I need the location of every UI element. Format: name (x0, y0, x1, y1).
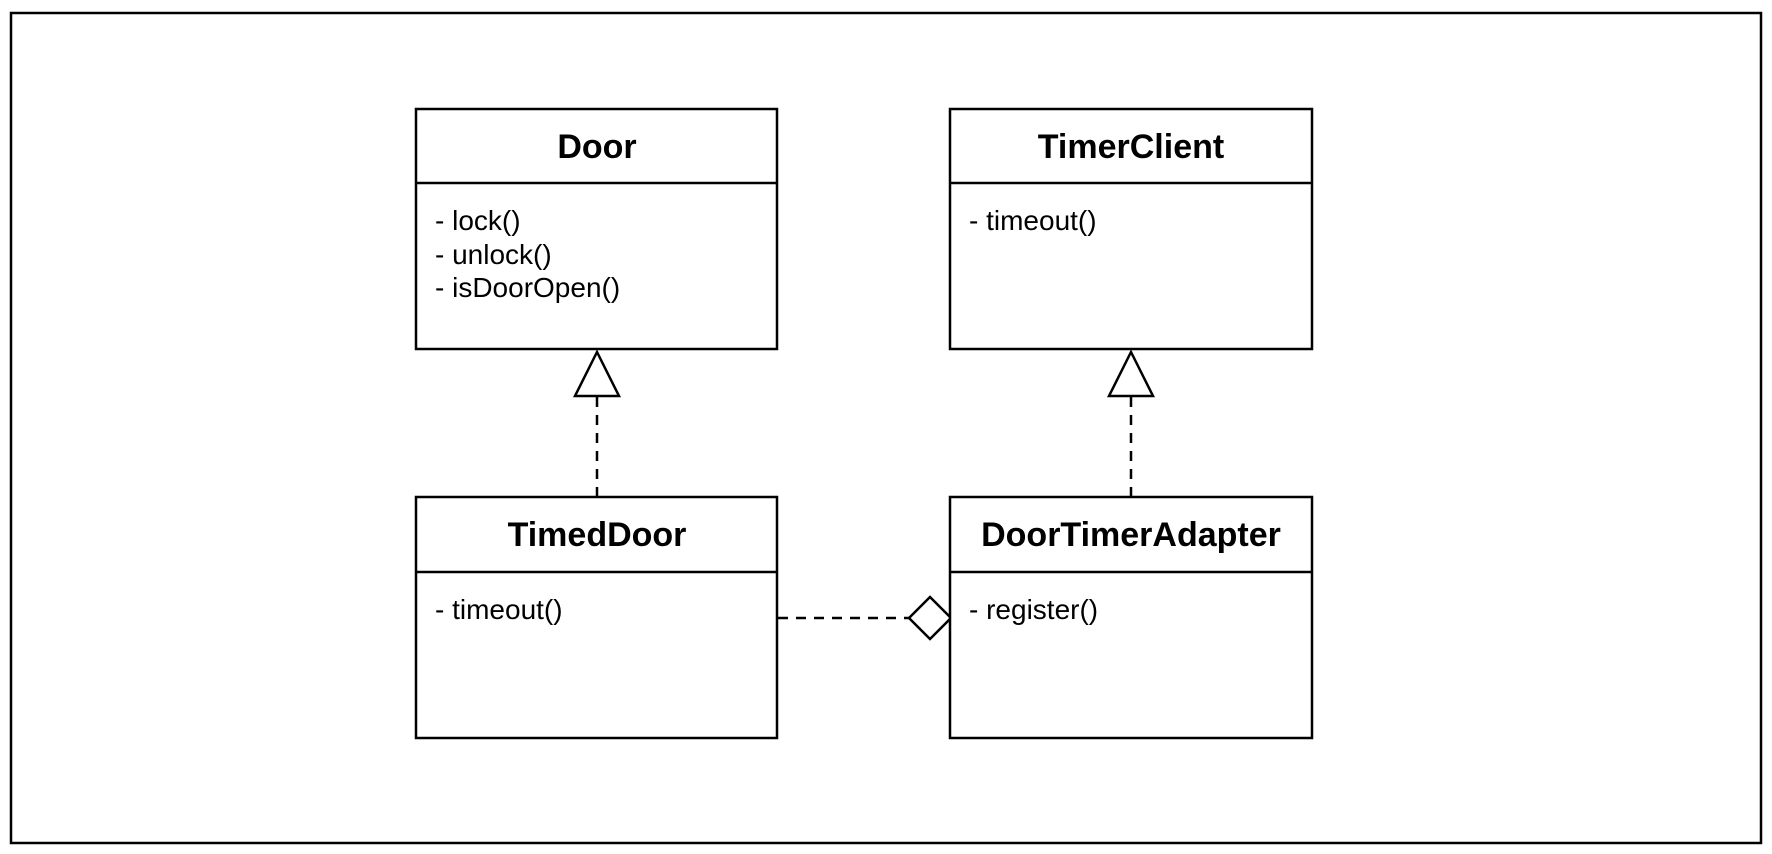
diagram-frame (9, 11, 1763, 845)
class-member: - isDoorOpen() (435, 272, 620, 303)
class-timer-client[interactable]: TimerClient - timeout() (948, 107, 1314, 351)
realization-arrowhead (572, 349, 622, 398)
class-name: Door (557, 128, 636, 166)
class-member: - register() (969, 594, 1098, 625)
class-member: - timeout() (435, 594, 563, 625)
realization-arrowhead (1106, 349, 1156, 398)
relation-timeddoor-door (572, 349, 622, 497)
class-name: TimerClient (1038, 128, 1224, 166)
class-name: TimedDoor (508, 516, 687, 554)
class-door-timer-adapter[interactable]: DoorTimerAdapter - register() (948, 495, 1314, 740)
class-box (414, 107, 779, 351)
class-box (948, 107, 1314, 351)
class-door[interactable]: Door - lock() - unlock() - isDoorOpen() (414, 107, 779, 351)
relation-adapter-timerclient (1106, 349, 1156, 497)
class-box (414, 495, 779, 740)
class-name: DoorTimerAdapter (981, 516, 1281, 554)
class-box (948, 495, 1314, 740)
class-member: - lock() (435, 205, 521, 236)
class-member: - unlock() (435, 239, 552, 270)
class-member: - timeout() (969, 205, 1097, 236)
class-timed-door[interactable]: TimedDoor - timeout() (414, 495, 779, 740)
